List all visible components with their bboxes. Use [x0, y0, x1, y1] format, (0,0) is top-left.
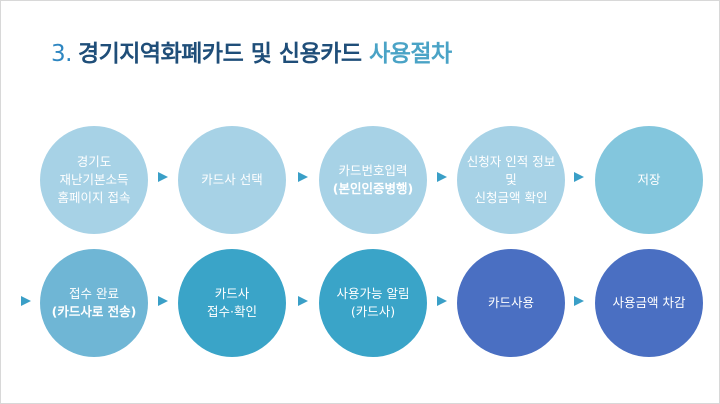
step-2-line-1: 카드사 선택 — [201, 172, 263, 187]
arrow-right-icon — [21, 296, 31, 306]
arrow-right-icon — [574, 172, 584, 182]
step-9-line-1: 카드사용 — [487, 295, 534, 310]
step-8-line-2: (카드사) — [350, 304, 396, 319]
step-7-line-2: 접수·확인 — [207, 304, 257, 319]
arrow-right-icon — [158, 296, 168, 306]
step-8-usage-notification: 사용가능 알림 (카드사) — [319, 249, 427, 357]
step-10-line-1: 사용금액 차감 — [612, 295, 686, 310]
arrow-right-icon — [437, 296, 447, 306]
step-4-applicant-info-check: 신청자 인적 정보 및 신청금액 확인 — [457, 126, 565, 234]
step-6-reception-complete: 접수 완료 (카드사로 전송) — [40, 249, 148, 357]
arrow-right-icon — [437, 172, 447, 182]
arrow-right-icon — [574, 296, 584, 306]
step-3-card-number-input: 카드번호입력 (본인인증병행) — [319, 126, 427, 234]
title-number: 3. — [51, 41, 72, 67]
step-4-line-2: 및 — [505, 172, 517, 187]
step-1-line-3: 홈페이지 접속 — [57, 190, 131, 205]
page-title: 3.경기지역화폐카드 및 신용카드 사용절차 — [51, 34, 452, 68]
arrow-right-icon — [158, 172, 168, 182]
step-5-save: 저장 — [595, 126, 703, 234]
step-1-homepage-access: 경기도 재난기본소득 홈페이지 접속 — [40, 126, 148, 234]
step-3-line-1: 카드번호입력 — [338, 163, 408, 178]
step-7-line-1: 카드사 — [214, 286, 250, 301]
step-1-line-1: 경기도 — [76, 154, 112, 169]
title-main: 경기지역화폐카드 및 신용카드 — [77, 41, 362, 67]
step-4-line-3: 신청금액 확인 — [474, 190, 548, 205]
step-1-line-2: 재난기본소득 — [59, 172, 129, 187]
step-10-amount-deduction: 사용금액 차감 — [595, 249, 703, 357]
step-7-card-company-confirm: 카드사 접수·확인 — [178, 249, 286, 357]
step-6-note: (카드사로 전송) — [51, 304, 137, 319]
title-accent: 사용절차 — [369, 41, 452, 67]
arrow-right-icon — [298, 296, 308, 306]
step-3-note: (본인인증병행) — [332, 181, 414, 196]
step-8-line-1: 사용가능 알림 — [336, 286, 410, 301]
step-2-card-company-select: 카드사 선택 — [178, 126, 286, 234]
step-5-line-1: 저장 — [637, 172, 661, 187]
step-6-line-1: 접수 완료 — [69, 286, 119, 301]
arrow-right-icon — [298, 172, 308, 182]
step-9-card-use: 카드사용 — [457, 249, 565, 357]
step-4-line-1: 신청자 인적 정보 — [466, 154, 556, 169]
